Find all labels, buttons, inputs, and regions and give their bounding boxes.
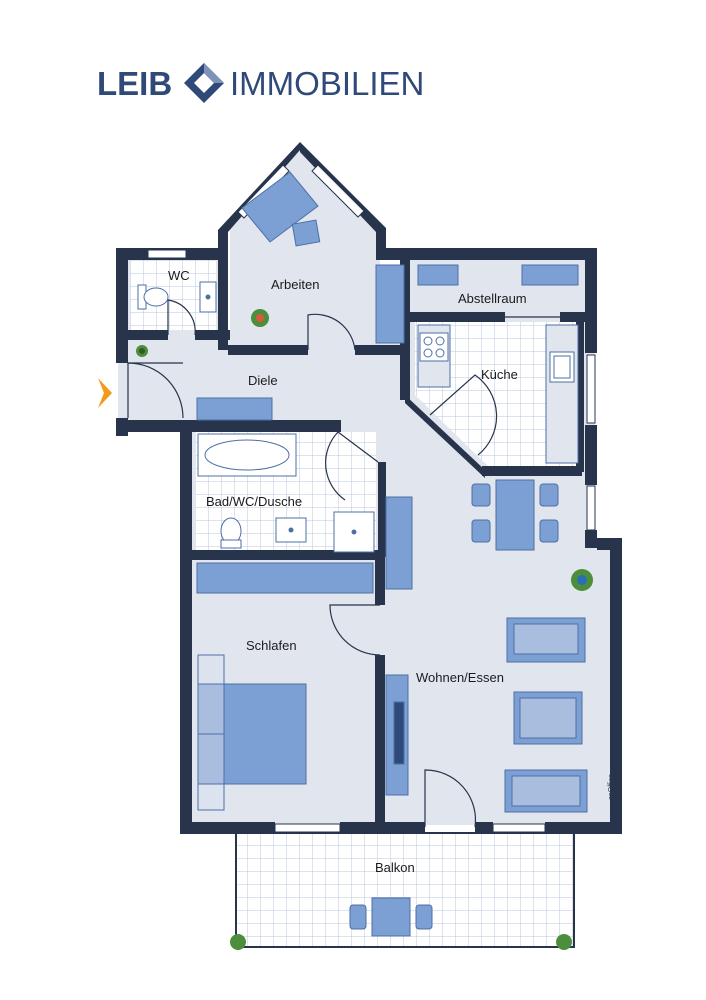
storage-shelf-icon <box>417 264 459 286</box>
logo-text-right: IMMOBILIEN <box>230 65 424 102</box>
plant-icon <box>251 309 269 327</box>
room-label-wc: WC <box>168 268 190 283</box>
plant-icon <box>556 934 572 950</box>
desk-icon <box>241 171 321 247</box>
dining-table-icon <box>471 479 559 551</box>
coffee-table-icon <box>513 691 583 745</box>
signature-text: onOffice <box>608 774 615 800</box>
bathtub-icon <box>197 433 297 477</box>
room-labels: WC Arbeiten Abstellraum Küche Diele Bad/… <box>168 268 527 875</box>
room-label-kueche: Küche <box>481 367 518 382</box>
room-label-abstellraum: Abstellraum <box>458 291 527 306</box>
furniture <box>137 171 588 937</box>
plant-icon <box>230 934 246 950</box>
diamond-logo-icon <box>184 63 224 103</box>
stove-icon <box>419 332 449 362</box>
room-label-balkon: Balkon <box>375 860 415 875</box>
doors <box>127 299 560 828</box>
kitchen-sink-icon <box>549 351 575 383</box>
logo-text-left: LEIB <box>97 65 172 102</box>
shower-icon <box>333 511 375 553</box>
wc-sink-icon <box>199 281 217 313</box>
room-label-diele: Diele <box>248 373 278 388</box>
bed-icon <box>197 654 307 811</box>
toilet-icon <box>137 284 169 310</box>
hall-cabinet-icon <box>196 397 273 421</box>
plant-icon <box>136 345 148 357</box>
kitchen-counter <box>545 324 579 464</box>
kitchen-floor <box>415 322 582 466</box>
room-label-arbeiten: Arbeiten <box>271 277 319 292</box>
plants <box>136 309 593 950</box>
room-label-schlafen: Schlafen <box>246 638 297 653</box>
wardrobe-icon <box>196 562 374 594</box>
wall-cabinet-icon <box>385 496 413 590</box>
room-label-wohnen: Wohnen/Essen <box>416 670 504 685</box>
bathroom-sink-icon <box>275 517 307 543</box>
balcony-table-icon <box>349 897 433 937</box>
sofa-icon <box>504 769 588 813</box>
cabinet-icon <box>375 264 405 344</box>
entrance-arrow-icon <box>98 378 112 408</box>
company-logo: LEIB IMMOBILIEN <box>97 63 424 103</box>
tv-icon <box>393 701 405 765</box>
sofa-icon <box>506 617 586 663</box>
bathroom-toilet-icon <box>220 517 242 549</box>
plant-icon <box>571 569 593 591</box>
storage-shelf-icon <box>521 264 579 286</box>
room-label-bad: Bad/WC/Dusche <box>206 494 302 509</box>
